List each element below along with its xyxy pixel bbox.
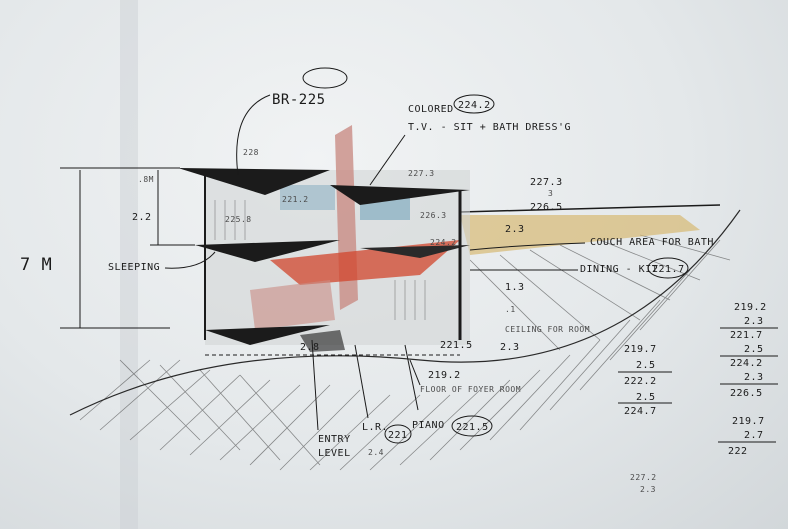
calc-2-3: 2.5 xyxy=(744,344,764,355)
mid-slab xyxy=(360,245,470,258)
exterior-grade-line xyxy=(459,204,721,213)
calc-2-4: 224.2 xyxy=(730,358,763,369)
dim-2212: 221.2 xyxy=(282,195,309,204)
label-dining: DINING - KIT xyxy=(580,264,658,275)
dim-228: 228 xyxy=(243,148,259,157)
leader-couch xyxy=(469,242,586,251)
dim-22: 2.2 xyxy=(132,212,152,223)
piano-bubble xyxy=(451,415,493,437)
house-section xyxy=(178,125,470,356)
blue-window-2 xyxy=(280,185,335,210)
leader-tv xyxy=(369,134,406,186)
label-lr-value: 221 xyxy=(388,430,408,441)
label-couch: COUCH AREA FOR BATH xyxy=(590,237,714,248)
label-colored: COLORED xyxy=(408,104,454,115)
height-label: 7 M xyxy=(20,255,52,275)
label-colored-value: 224.2 xyxy=(458,100,491,111)
colored-bubble xyxy=(453,94,495,114)
dim-2258: 225.8 xyxy=(225,215,252,224)
dim-2273: 227.3 xyxy=(408,169,435,178)
ground-line xyxy=(69,209,741,416)
calc-2-1: 2.3 xyxy=(744,316,764,327)
calc-1-0: 219.7 xyxy=(624,344,657,355)
calc-3-0: 219.7 xyxy=(732,416,765,427)
calc-column-2: 219.2 2.3 221.7 2.5 224.2 2.3 226.5 xyxy=(720,302,778,399)
leader-title xyxy=(236,94,271,176)
dim-28: 2.8 xyxy=(300,342,320,353)
calc-1-4: 224.7 xyxy=(624,406,657,417)
stair xyxy=(300,330,345,352)
label-piano: PIANO xyxy=(412,420,445,431)
leader-piano xyxy=(404,344,419,411)
calc-1-1: 2.5 xyxy=(636,360,656,371)
dim-08: .8M xyxy=(138,175,154,184)
ground-hatching xyxy=(79,234,731,471)
label-sleeping: SLEEPING xyxy=(108,262,160,273)
label-lr: L.R. xyxy=(362,422,388,433)
ext-dim-2265: 226.5 xyxy=(530,202,563,213)
paper-shadow xyxy=(120,0,138,529)
label-dining-value: 221.7 xyxy=(652,264,685,275)
dim-24: 2.4 xyxy=(368,448,384,457)
label-floor: FLOOR OF FOYER ROOM xyxy=(420,385,521,394)
height-dimension xyxy=(60,167,195,329)
calc-2-5: 2.3 xyxy=(744,372,764,383)
label-entry: ENTRY xyxy=(318,434,351,445)
calc-column-1: 219.7 2.5 222.2 2.5 224.7 xyxy=(618,344,672,417)
label-piano-value: 221.5 xyxy=(456,422,489,433)
dim-2263: 226.3 xyxy=(420,211,447,220)
leader-floor xyxy=(409,359,421,386)
dim-23b: 2.3 xyxy=(500,342,520,353)
label-entry-level: LEVEL xyxy=(318,448,351,459)
roof-slab xyxy=(178,168,330,195)
dim-2242: 224.2 xyxy=(430,238,457,247)
calc-2-2: 221.7 xyxy=(730,330,763,341)
dim-13: 1.3 xyxy=(505,282,525,293)
leader-entry xyxy=(311,339,319,431)
ext-dim-3: 3 xyxy=(548,189,553,198)
dim-2192: 219.2 xyxy=(428,370,461,381)
upper-slab xyxy=(330,185,470,205)
calc-3-1: 2.7 xyxy=(744,430,764,441)
label-ceiling: CEILING FOR ROOM xyxy=(505,325,590,334)
ochre-terrain xyxy=(460,215,700,255)
calc-2-0: 219.2 xyxy=(734,302,767,313)
sleeping-slab xyxy=(195,240,340,262)
dim-23: 2.3 xyxy=(505,224,525,235)
leader-sleeping xyxy=(164,251,216,269)
dim-2215: 221.5 xyxy=(440,340,473,351)
label-tv-sit: T.V. - SIT + BATH DRESS'G xyxy=(408,122,571,133)
ext-dim-2273: 227.3 xyxy=(530,177,563,188)
calc-bottom: 227.2 2.3 xyxy=(630,473,657,494)
lr-bubble xyxy=(384,424,412,444)
dim-1: .1 xyxy=(505,305,516,314)
calc-column-3: 219.7 2.7 222 xyxy=(718,416,776,457)
calc-1-2: 222.2 xyxy=(624,376,657,387)
calc-b-1: 2.3 xyxy=(640,485,656,494)
fireplace xyxy=(250,280,335,330)
calc-2-6: 226.5 xyxy=(730,388,763,399)
calc-3-2: 222 xyxy=(728,446,748,457)
title-bubble xyxy=(302,67,348,89)
calc-1-3: 2.5 xyxy=(636,392,656,403)
leader-lr xyxy=(354,344,369,419)
title-tag: BR-225 xyxy=(272,92,326,108)
lower-slab xyxy=(205,325,330,345)
dining-bubble xyxy=(647,257,689,279)
calc-b-0: 227.2 xyxy=(630,473,657,482)
